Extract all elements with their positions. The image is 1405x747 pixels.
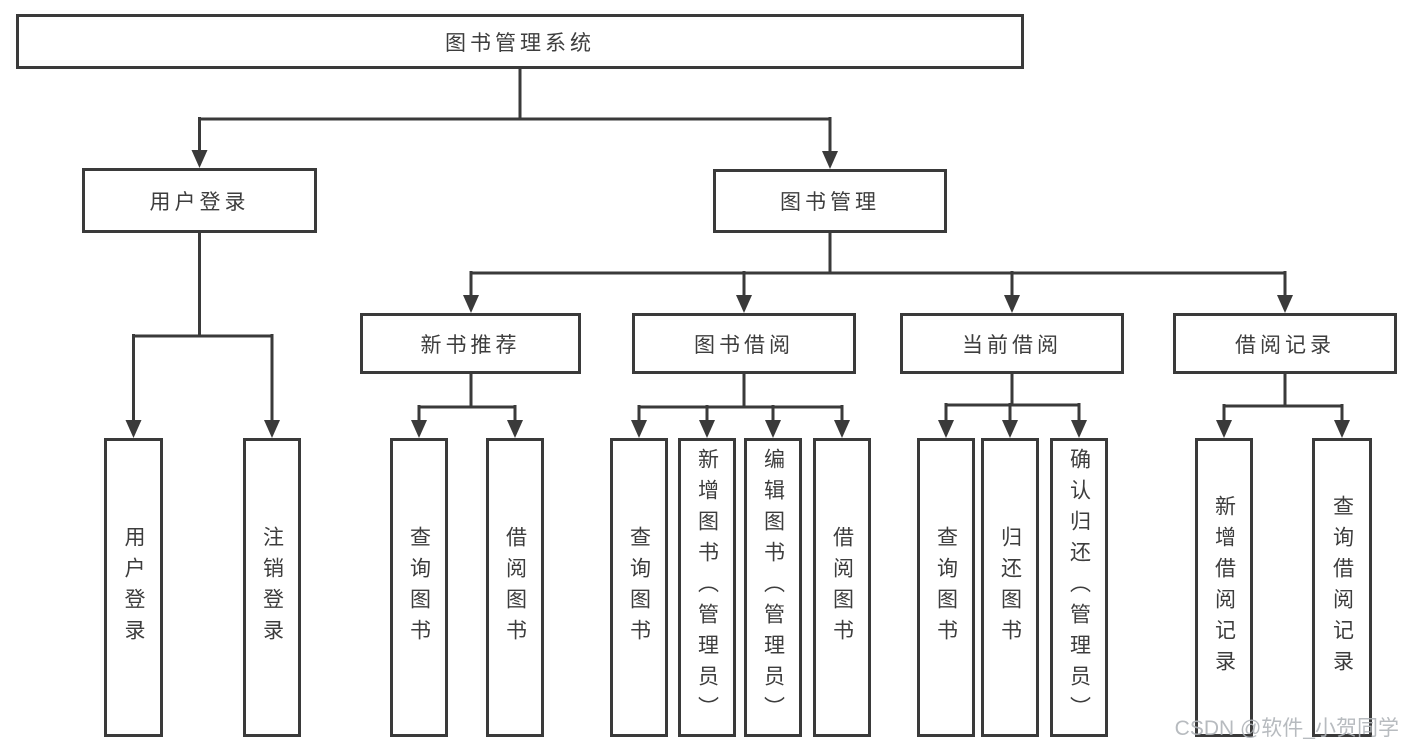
node-borrow-records: 借阅记录 <box>1173 313 1397 374</box>
leaf-edit-books-admin: 编辑图书（管理员） <box>744 438 802 737</box>
leaf-logout-label: 注销登录 <box>260 525 284 650</box>
node-new-book-recommend: 新书推荐 <box>360 313 581 374</box>
leaf-borrow-books-recommend-label: 借阅图书 <box>503 525 527 650</box>
node-borrow-records-label: 借阅记录 <box>1235 333 1335 357</box>
node-book-borrow: 图书借阅 <box>632 313 856 374</box>
leaf-confirm-return-admin: 确认归还（管理员） <box>1050 438 1108 737</box>
leaf-borrow-books-recommend: 借阅图书 <box>486 438 544 737</box>
leaf-add-borrow-record-label: 新增借阅记录 <box>1212 494 1236 681</box>
node-new-book-recommend-label: 新书推荐 <box>420 333 521 357</box>
node-book-management-label: 图书管理 <box>780 191 880 214</box>
connector-book-management-branch <box>469 233 1287 296</box>
node-book-borrow-label: 图书借阅 <box>694 333 794 357</box>
connector-new-book-branch <box>417 374 517 421</box>
node-current-borrow: 当前借阅 <box>900 313 1124 374</box>
node-root-system: 图书管理系统 <box>16 14 1024 69</box>
node-root-label: 图书管理系统 <box>445 31 595 55</box>
leaf-add-books-admin-label: 新增图书（管理员） <box>695 448 719 727</box>
leaf-query-books-borrow-label: 查询图书 <box>627 525 651 650</box>
leaf-return-books: 归还图书 <box>981 438 1039 737</box>
leaf-add-books-admin: 新增图书（管理员） <box>678 438 736 737</box>
node-user-login-label: 用户登录 <box>149 190 250 214</box>
connector-current-borrow-branch <box>944 374 1081 421</box>
leaf-edit-books-admin-label: 编辑图书（管理员） <box>761 448 785 727</box>
leaf-query-books-recommend-label: 查询图书 <box>407 525 431 650</box>
leaf-query-books-recommend: 查询图书 <box>390 438 448 737</box>
leaf-add-borrow-record: 新增借阅记录 <box>1195 438 1253 737</box>
leaf-user-login: 用户登录 <box>104 438 163 737</box>
leaf-logout: 注销登录 <box>243 438 301 737</box>
leaf-query-books-current: 查询图书 <box>917 438 975 737</box>
leaf-query-borrow-record-label: 查询借阅记录 <box>1330 494 1354 681</box>
leaf-confirm-return-admin-label: 确认归还（管理员） <box>1067 448 1091 727</box>
leaf-query-borrow-record: 查询借阅记录 <box>1312 438 1372 737</box>
connector-book-borrow-branch <box>637 374 844 421</box>
node-user-login: 用户登录 <box>82 168 317 233</box>
leaf-user-login-label: 用户登录 <box>122 525 145 650</box>
leaf-return-books-label: 归还图书 <box>998 525 1022 650</box>
leaf-query-books-borrow: 查询图书 <box>610 438 668 737</box>
node-current-borrow-label: 当前借阅 <box>962 333 1062 357</box>
node-book-management: 图书管理 <box>713 169 947 233</box>
leaf-query-books-current-label: 查询图书 <box>934 525 958 650</box>
connector-borrow-records-branch <box>1222 374 1344 421</box>
connector-user-login-branch <box>132 233 274 421</box>
connector-root-to-level2 <box>198 69 832 152</box>
csdn-watermark: CSDN @软件_小贺同学 <box>1174 717 1399 740</box>
leaf-borrow-books: 借阅图书 <box>813 438 871 737</box>
leaf-borrow-books-label: 借阅图书 <box>830 525 854 650</box>
